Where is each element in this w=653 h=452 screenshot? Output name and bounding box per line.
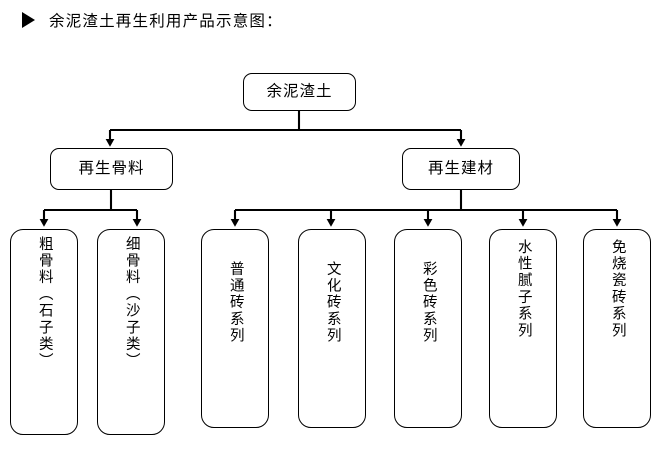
node-color-brick-series-label: 彩色砖系列 <box>420 261 437 345</box>
node-color-brick-series-inner: 彩色砖系列 <box>395 230 461 427</box>
node-color-brick-series[interactable]: 彩色砖系列 <box>394 229 462 428</box>
node-unfired-ceramic-tile-series[interactable]: 免烧瓷砖系列 <box>583 229 651 428</box>
node-coarse-aggregate[interactable]: 粗骨料（石子类） <box>10 229 78 435</box>
node-ordinary-brick-series-inner: 普通砖系列 <box>202 230 268 427</box>
page-heading: 余泥渣土再生利用产品示意图： <box>22 9 283 31</box>
node-root[interactable]: 余泥渣土 <box>243 73 356 111</box>
node-fine-aggregate-inner: 细骨料（沙子类） <box>98 230 164 434</box>
node-water-based-putty-series-label: 水性腻子系列 <box>515 239 532 340</box>
node-fine-aggregate[interactable]: 细骨料（沙子类） <box>97 229 165 435</box>
node-coarse-aggregate-inner: 粗骨料（石子类） <box>11 230 77 434</box>
node-ordinary-brick-series-label: 普通砖系列 <box>227 261 244 345</box>
node-unfired-ceramic-tile-series-inner: 免烧瓷砖系列 <box>584 230 650 427</box>
node-recycled-building-material[interactable]: 再生建材 <box>402 148 520 190</box>
node-recycled-aggregate[interactable]: 再生骨料 <box>50 148 173 190</box>
node-water-based-putty-series[interactable]: 水性腻子系列 <box>489 229 557 428</box>
node-recycled-building-material-label: 再生建材 <box>427 159 494 178</box>
node-culture-brick-series-label: 文化砖系列 <box>324 261 341 345</box>
node-root-label: 余泥渣土 <box>266 82 333 101</box>
page-title: 余泥渣土再生利用产品示意图： <box>49 12 283 30</box>
node-coarse-aggregate-label: 粗骨料（石子类） <box>36 236 53 370</box>
triangle-right-icon <box>22 12 35 28</box>
node-fine-aggregate-label: 细骨料（沙子类） <box>123 236 140 370</box>
node-ordinary-brick-series[interactable]: 普通砖系列 <box>201 229 269 428</box>
node-recycled-aggregate-label: 再生骨料 <box>78 159 145 178</box>
node-culture-brick-series[interactable]: 文化砖系列 <box>298 229 366 428</box>
node-culture-brick-series-inner: 文化砖系列 <box>299 230 365 427</box>
node-unfired-ceramic-tile-series-label: 免烧瓷砖系列 <box>609 239 626 340</box>
node-water-based-putty-series-inner: 水性腻子系列 <box>490 230 556 427</box>
